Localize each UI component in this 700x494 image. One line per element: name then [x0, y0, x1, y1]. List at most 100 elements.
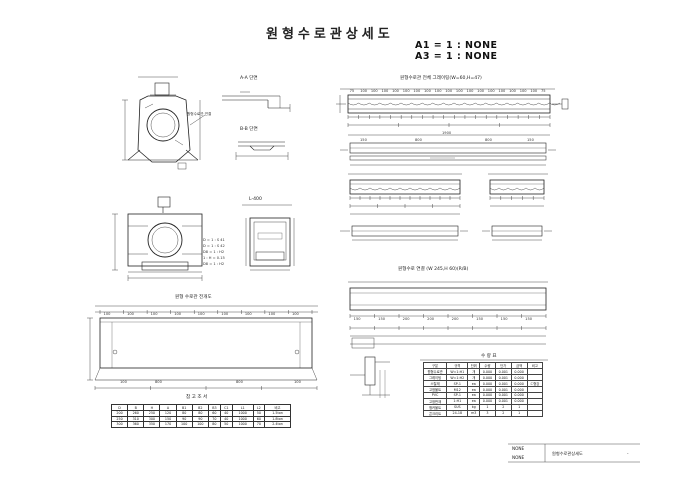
table-cell: L1: [231, 404, 254, 411]
plan-top-dim-5: 100: [221, 312, 229, 316]
grating-detail-left: [340, 173, 468, 241]
spec-note-3: D8 = 1 : H2: [203, 250, 225, 254]
table-cell: 40: [219, 410, 233, 417]
assembly-top-dim-9: 100: [445, 89, 453, 93]
table-cell: 1.5ton: [264, 410, 291, 417]
assembly-top-dim-5: 100: [402, 89, 410, 93]
assembly-top-dim-14: 100: [498, 89, 506, 93]
table-cell: B2: [191, 404, 209, 411]
plan-top-dim-4: 100: [197, 312, 205, 316]
table-cell: C1: [219, 404, 233, 411]
table-cell: 2.4ton: [264, 421, 291, 428]
sheet-title: 원형수로관상세도: [266, 27, 394, 42]
assembly-top-dim-4: 100: [392, 89, 399, 93]
title-block-sheet-mark: -: [627, 451, 629, 456]
assembly-mid-dim-2: 800: [415, 138, 422, 142]
grating-dim-4: 200: [451, 317, 459, 321]
plan-top-dim-0: 100: [103, 312, 111, 316]
section-aa-drawing: [122, 76, 206, 170]
assembly-top-dim-10: 100: [455, 89, 463, 93]
plan-bottom-dim-1: 100: [120, 380, 127, 384]
assembly-top-dim-2: 100: [370, 89, 378, 93]
grating-dim-7: 150: [525, 317, 533, 321]
grating-dim-3: 200: [427, 317, 435, 321]
assembly-top-dim-0: 75: [349, 89, 355, 93]
assembly-top-dim-17: 100: [530, 89, 538, 93]
plan-top-dim-7: 100: [268, 312, 276, 316]
spec-note-2: D = 1 : S 42: [203, 244, 225, 248]
scale-a1: A1 = 1 : NONE: [415, 40, 498, 51]
assembly-top-dim-18: 75: [540, 89, 546, 93]
assembly-top-dim-6: 100: [413, 89, 421, 93]
grating-detail-right: [482, 173, 552, 241]
assembly-mid-dim-4: 150: [527, 138, 534, 142]
title-block-lines: [508, 443, 640, 463]
title-block-drawing-name: 원형수로관상세도: [552, 451, 583, 456]
assembly-top-dim-16: 100: [519, 89, 527, 93]
anchor-detail: [350, 356, 390, 398]
table-cell: 1.8ton: [264, 415, 291, 423]
table-cell: M12: [446, 386, 469, 393]
caption-section-aa: A-A 단면: [240, 76, 258, 81]
caption-assembly: 원형수로관 전체 그레이팅(W=60,H=47): [400, 76, 482, 81]
plan-bottom-dim-2: 800: [155, 380, 162, 384]
assembly-top-dim-7: 100: [424, 89, 431, 93]
assembly-top-dim-11: 100: [466, 89, 474, 93]
table-cell: 1000: [231, 421, 254, 428]
plan-top-dim-2: 100: [150, 312, 158, 316]
plan-top-dim-8: 100: [291, 312, 299, 316]
assembly-top-dim-1: 100: [360, 89, 368, 93]
table-cell: 비고: [264, 404, 291, 411]
caption-grating-detail: 원형수로 연결 (W 245,H 60)(R/B): [398, 267, 469, 272]
caption-qty-table: 수 량 표: [481, 354, 497, 359]
table-cell: 40: [219, 415, 233, 423]
assembly-top-dim-12: 100: [477, 89, 485, 93]
caption-small-detail: L-400: [249, 197, 262, 202]
scale-a3: A3 = 1 : NONE: [415, 51, 498, 62]
table-cell: [526, 386, 544, 393]
front-view-drawing: [112, 196, 203, 281]
table-cell: 50: [219, 421, 233, 428]
grating-dim-2: 200: [402, 317, 410, 321]
grating-dim-0: 150: [353, 317, 361, 321]
title-block-label-2: NONE: [512, 455, 525, 460]
plan-top-dim-1: 100: [127, 312, 134, 316]
spec-note-5: D8 = 1 : H2: [203, 262, 225, 266]
grating-connection-drawing: [348, 281, 548, 349]
spec-note-4: 1 : H = 0.15: [203, 256, 225, 260]
plan-top-dim-3: 100: [174, 312, 182, 316]
table-cell: 100: [191, 421, 209, 428]
side-note: 원형수로관 연결: [187, 112, 212, 116]
table-cell: 80: [191, 410, 209, 417]
assembly-top-drawing: [336, 88, 569, 126]
assembly-top-dim-8: 100: [434, 89, 442, 93]
section-bb-profile: [235, 141, 289, 160]
table-cell: 24-18: [446, 409, 469, 417]
assembly-top-dim-15: 100: [509, 89, 516, 93]
plan-bottom-dim-3: 800: [236, 380, 243, 384]
grating-dim-5: 150: [476, 317, 484, 321]
spec-note-1: D = 1 : S 41: [203, 238, 225, 242]
plan-view-drawing: [87, 305, 318, 389]
assembly-top-dim-3: 100: [381, 89, 389, 93]
assembly-mid-drawing: [340, 134, 556, 166]
section-aa-profile: [222, 91, 291, 112]
assembly-total-dim: 1900: [442, 131, 452, 135]
grating-dim-1: 150: [378, 317, 386, 321]
plan-top-dim-6: 100: [244, 312, 252, 316]
assembly-mid-dim-3: 800: [485, 138, 492, 142]
grating-dim-6: 150: [500, 317, 508, 321]
table-cell: [526, 409, 544, 417]
caption-section-bb: B-B 단면: [240, 127, 258, 132]
